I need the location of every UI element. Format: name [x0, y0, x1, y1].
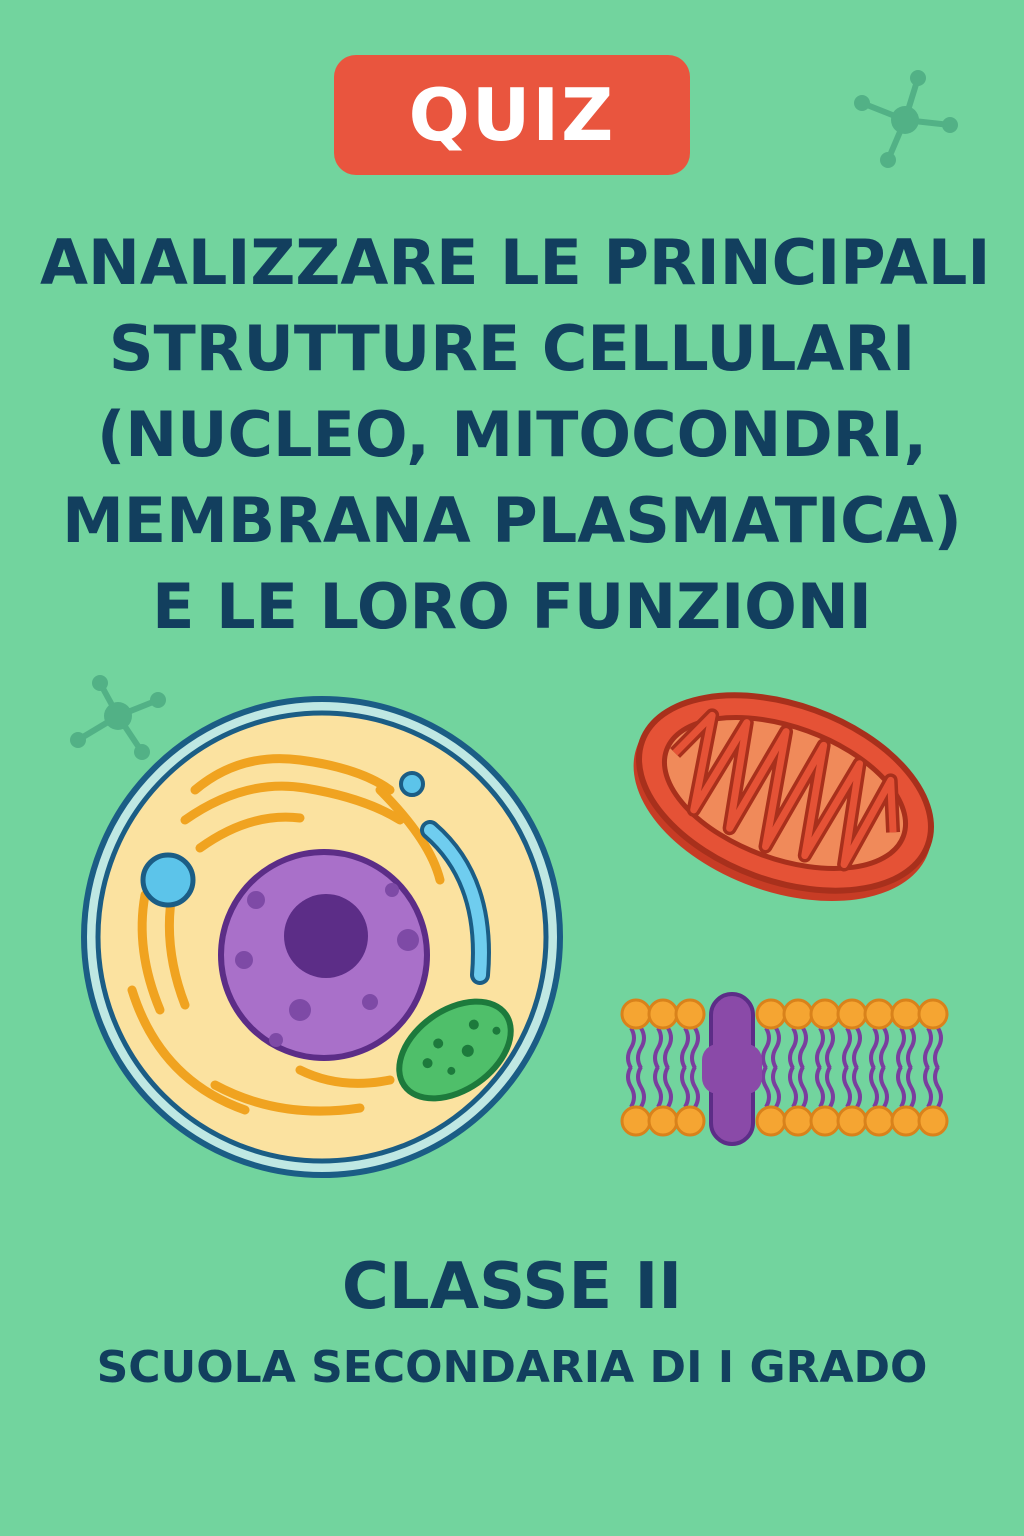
title-line: (NUCLEO, MITOCONDRI,: [96, 398, 928, 471]
page-title: ANALIZZARE LE PRINCIPALI STRUTTURE CELLU…: [40, 220, 991, 650]
title-line: MEMBRANA PLASMATICA): [62, 484, 962, 557]
mitochondrion: [633, 692, 934, 901]
school-label: SCUOLA SECONDARIA DI I GRADO: [96, 1342, 928, 1393]
animal-cell: [81, 696, 563, 1178]
quiz-badge-label: QUIZ: [408, 73, 616, 157]
title-line: ANALIZZARE LE PRINCIPALI: [40, 226, 991, 299]
title-line: STRUTTURE CELLULARI: [108, 312, 916, 385]
molecule-icon: [854, 70, 958, 168]
molecule-icon: [70, 675, 166, 760]
plasma-membrane: [620, 992, 949, 1146]
title-line: E LE LORO FUNZIONI: [152, 570, 872, 643]
grade-label: CLASSE II: [341, 1250, 683, 1324]
quiz-badge: QUIZ: [334, 55, 690, 175]
